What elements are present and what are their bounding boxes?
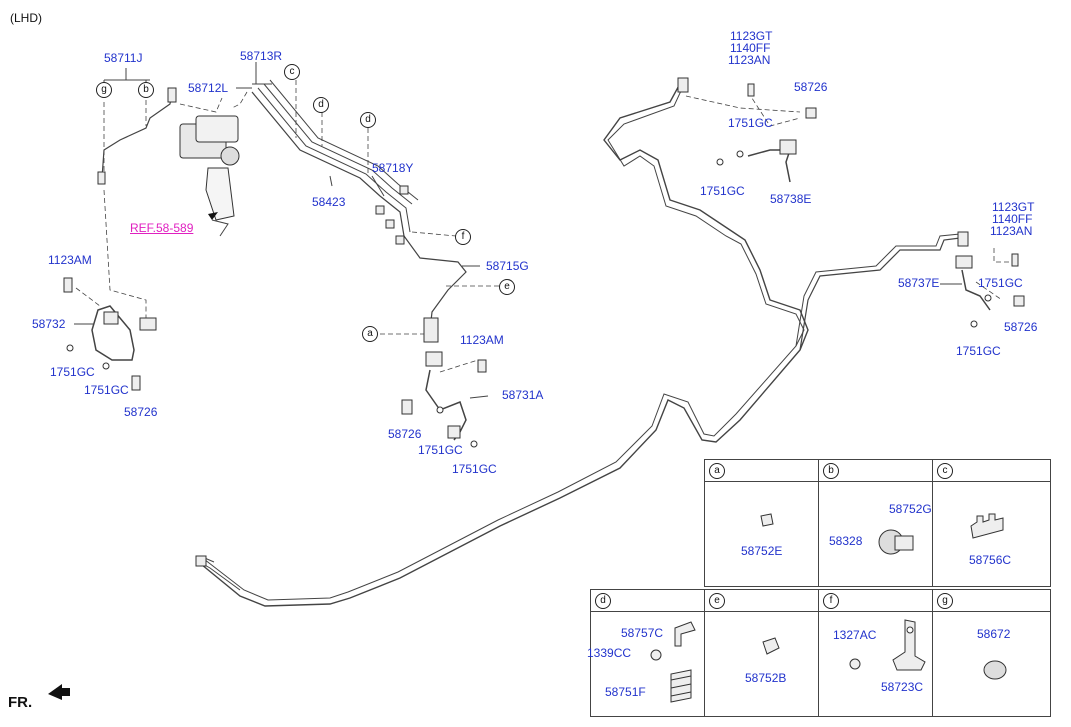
part-label-58715G[interactable]: 58715G	[486, 259, 529, 273]
legend-letter-a: a	[709, 463, 725, 479]
drive-side-label: (LHD)	[10, 11, 42, 25]
part-label-58737E[interactable]: 58737E	[898, 276, 940, 290]
part-label-1123AM-left[interactable]: 1123AM	[48, 253, 92, 267]
part-label-1123GT-b[interactable]: 1123GT	[992, 200, 1035, 214]
part-label-58731A[interactable]: 58731A	[502, 388, 544, 402]
reference-link-58-589[interactable]: REF.58-589	[130, 221, 194, 235]
part-label-58328[interactable]: 58328	[829, 534, 863, 548]
part-label-1140FF-a[interactable]: 1140FF	[730, 41, 771, 55]
part-label-1751GC-mid-1[interactable]: 1751GC	[418, 443, 463, 457]
part-label-58732[interactable]: 58732	[32, 317, 66, 331]
legend-cell-d: d 58757C 1339CC 58751F	[587, 589, 706, 717]
bracket-58757C-icon	[674, 621, 696, 647]
clip-58756C-icon	[970, 513, 1004, 539]
part-label-58718Y[interactable]: 58718Y	[372, 161, 414, 175]
part-label-1123AN-b[interactable]: 1123AN	[990, 224, 1033, 238]
part-label-1140FF-b[interactable]: 1140FF	[992, 212, 1033, 226]
clip-58752E-icon	[760, 513, 774, 527]
part-label-1751GC-top-right-2[interactable]: 1751GC	[700, 184, 745, 198]
part-label-58672[interactable]: 58672	[977, 627, 1011, 641]
clip-58752B-icon	[762, 637, 780, 655]
part-label-58712L[interactable]: 58712L	[188, 81, 229, 95]
callout-f: f	[455, 229, 471, 245]
part-label-58713R[interactable]: 58713R	[240, 49, 283, 63]
nut-1339CC-icon	[650, 649, 662, 661]
legend-cell-c: c 58756C	[932, 459, 1051, 587]
part-label-58726-right[interactable]: 58726	[1004, 320, 1038, 334]
legend-letter-b: b	[823, 463, 839, 479]
part-label-1751GC-left-2[interactable]: 1751GC	[84, 383, 129, 397]
bracket-58723C-icon	[892, 619, 926, 671]
callout-b: b	[138, 82, 154, 98]
clip-58751F-icon	[670, 669, 692, 703]
part-label-58752G[interactable]: 58752G	[889, 502, 932, 516]
part-label-58423[interactable]: 58423	[312, 195, 346, 209]
legend-cell-e: e 58752B	[704, 589, 820, 717]
part-label-1123GT-a[interactable]: 1123GT	[730, 29, 773, 43]
part-label-1123AN-a[interactable]: 1123AN	[728, 53, 771, 67]
legend-letter-c: c	[937, 463, 953, 479]
part-label-58752E[interactable]: 58752E	[741, 544, 783, 558]
legend-letter-f: f	[823, 593, 839, 609]
part-label-58726-left[interactable]: 58726	[124, 405, 158, 419]
part-label-58726-top-right[interactable]: 58726	[794, 80, 828, 94]
front-direction-label: FR.	[8, 694, 33, 711]
part-label-1339CC[interactable]: 1339CC	[587, 646, 632, 660]
part-label-1123AM-mid[interactable]: 1123AM	[460, 333, 504, 347]
part-label-58723C[interactable]: 58723C	[881, 680, 924, 694]
legend-cell-b: b 58752G 58328	[818, 459, 934, 587]
callout-d-upper: d	[313, 97, 329, 113]
part-label-1751GC-top-right-1[interactable]: 1751GC	[728, 116, 773, 130]
legend-letter-d: d	[595, 593, 611, 609]
legend-letter-g: g	[937, 593, 953, 609]
callout-d-lower: d	[360, 112, 376, 128]
part-label-1327AC[interactable]: 1327AC	[833, 628, 877, 642]
part-label-1751GC-right-1[interactable]: 1751GC	[978, 276, 1023, 290]
part-label-1751GC-right-2[interactable]: 1751GC	[956, 344, 1001, 358]
legend-cell-a: a 58752E	[704, 459, 820, 587]
callout-e: e	[499, 279, 515, 295]
callout-c: c	[284, 64, 300, 80]
part-label-1751GC-left-1[interactable]: 1751GC	[50, 365, 95, 379]
part-label-58726-mid[interactable]: 58726	[388, 427, 422, 441]
part-label-58752B[interactable]: 58752B	[745, 671, 787, 685]
bolt-1327AC-icon	[849, 658, 861, 670]
part-label-58738E[interactable]: 58738E	[770, 192, 812, 206]
legend-cell-f: f 1327AC 58723C	[818, 589, 934, 717]
legend-letter-e: e	[709, 593, 725, 609]
part-label-58751F[interactable]: 58751F	[605, 685, 646, 699]
part-label-58757C[interactable]: 58757C	[621, 626, 664, 640]
part-label-58711J[interactable]: 58711J	[104, 51, 143, 65]
callout-a: a	[362, 326, 378, 342]
plug-58672-icon	[983, 660, 1007, 680]
callout-g: g	[96, 82, 112, 98]
grommet-58328-icon	[878, 529, 914, 555]
part-label-1751GC-mid-2[interactable]: 1751GC	[452, 462, 497, 476]
part-label-58756C[interactable]: 58756C	[969, 553, 1012, 567]
legend-cell-g: g 58672	[932, 589, 1051, 717]
